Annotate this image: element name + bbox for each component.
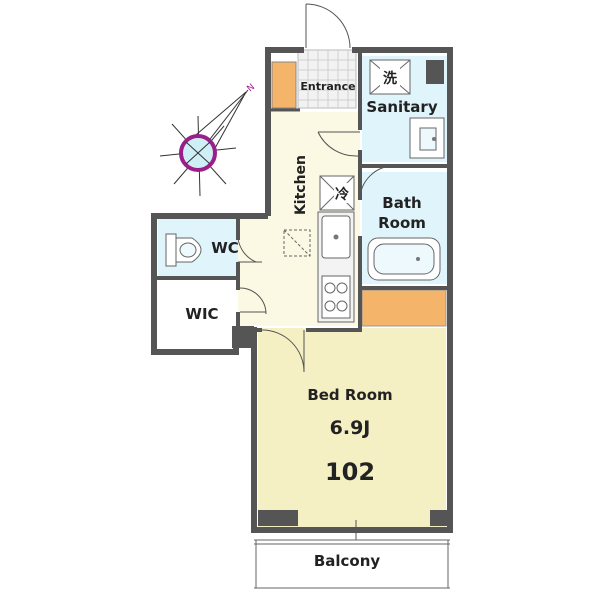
label-unit-number: 102	[325, 458, 375, 486]
hall-floor	[236, 218, 268, 326]
label-bed-room-size: 6.9J	[330, 417, 371, 439]
stove-icon	[321, 275, 351, 319]
toilet-icon	[165, 233, 202, 267]
label-wc: WC	[211, 239, 239, 257]
closet-wood	[361, 289, 447, 327]
pillar	[258, 510, 298, 526]
entrance-floor	[297, 49, 357, 109]
pillar	[430, 510, 448, 526]
label-sanitary: Sanitary	[366, 98, 437, 116]
sanitary-fixtures	[369, 59, 445, 159]
label-bath-room-line1: Bath	[382, 194, 421, 212]
label-kitchen: Kitchen	[293, 155, 309, 215]
compass-rose: N	[159, 82, 258, 197]
door-swings	[237, 131, 395, 540]
room-labels: Entrance 洗 Sanitary Bath Room 冷 Kitchen …	[185, 70, 437, 570]
pillar	[232, 326, 254, 348]
walls	[151, 47, 453, 533]
north-label: N	[246, 82, 258, 94]
washer-symbol: 洗	[383, 70, 397, 87]
label-bath-room-line2: Room	[378, 214, 426, 232]
label-balcony: Balcony	[314, 552, 381, 570]
shoe-cabinet	[271, 61, 297, 109]
pillar	[426, 60, 444, 84]
entrance-tiles	[298, 50, 356, 108]
entrance-door	[305, 3, 351, 49]
fridge-symbol: 冷	[335, 186, 349, 203]
label-entrance: Entrance	[300, 80, 355, 93]
kitchen-fixtures	[283, 175, 355, 323]
bed-room-floor	[258, 328, 446, 528]
label-wic: WIC	[185, 305, 218, 323]
wic-floor	[158, 280, 238, 348]
bathtub-icon	[367, 237, 441, 281]
balcony	[254, 539, 450, 589]
label-bed-room: Bed Room	[307, 386, 392, 404]
